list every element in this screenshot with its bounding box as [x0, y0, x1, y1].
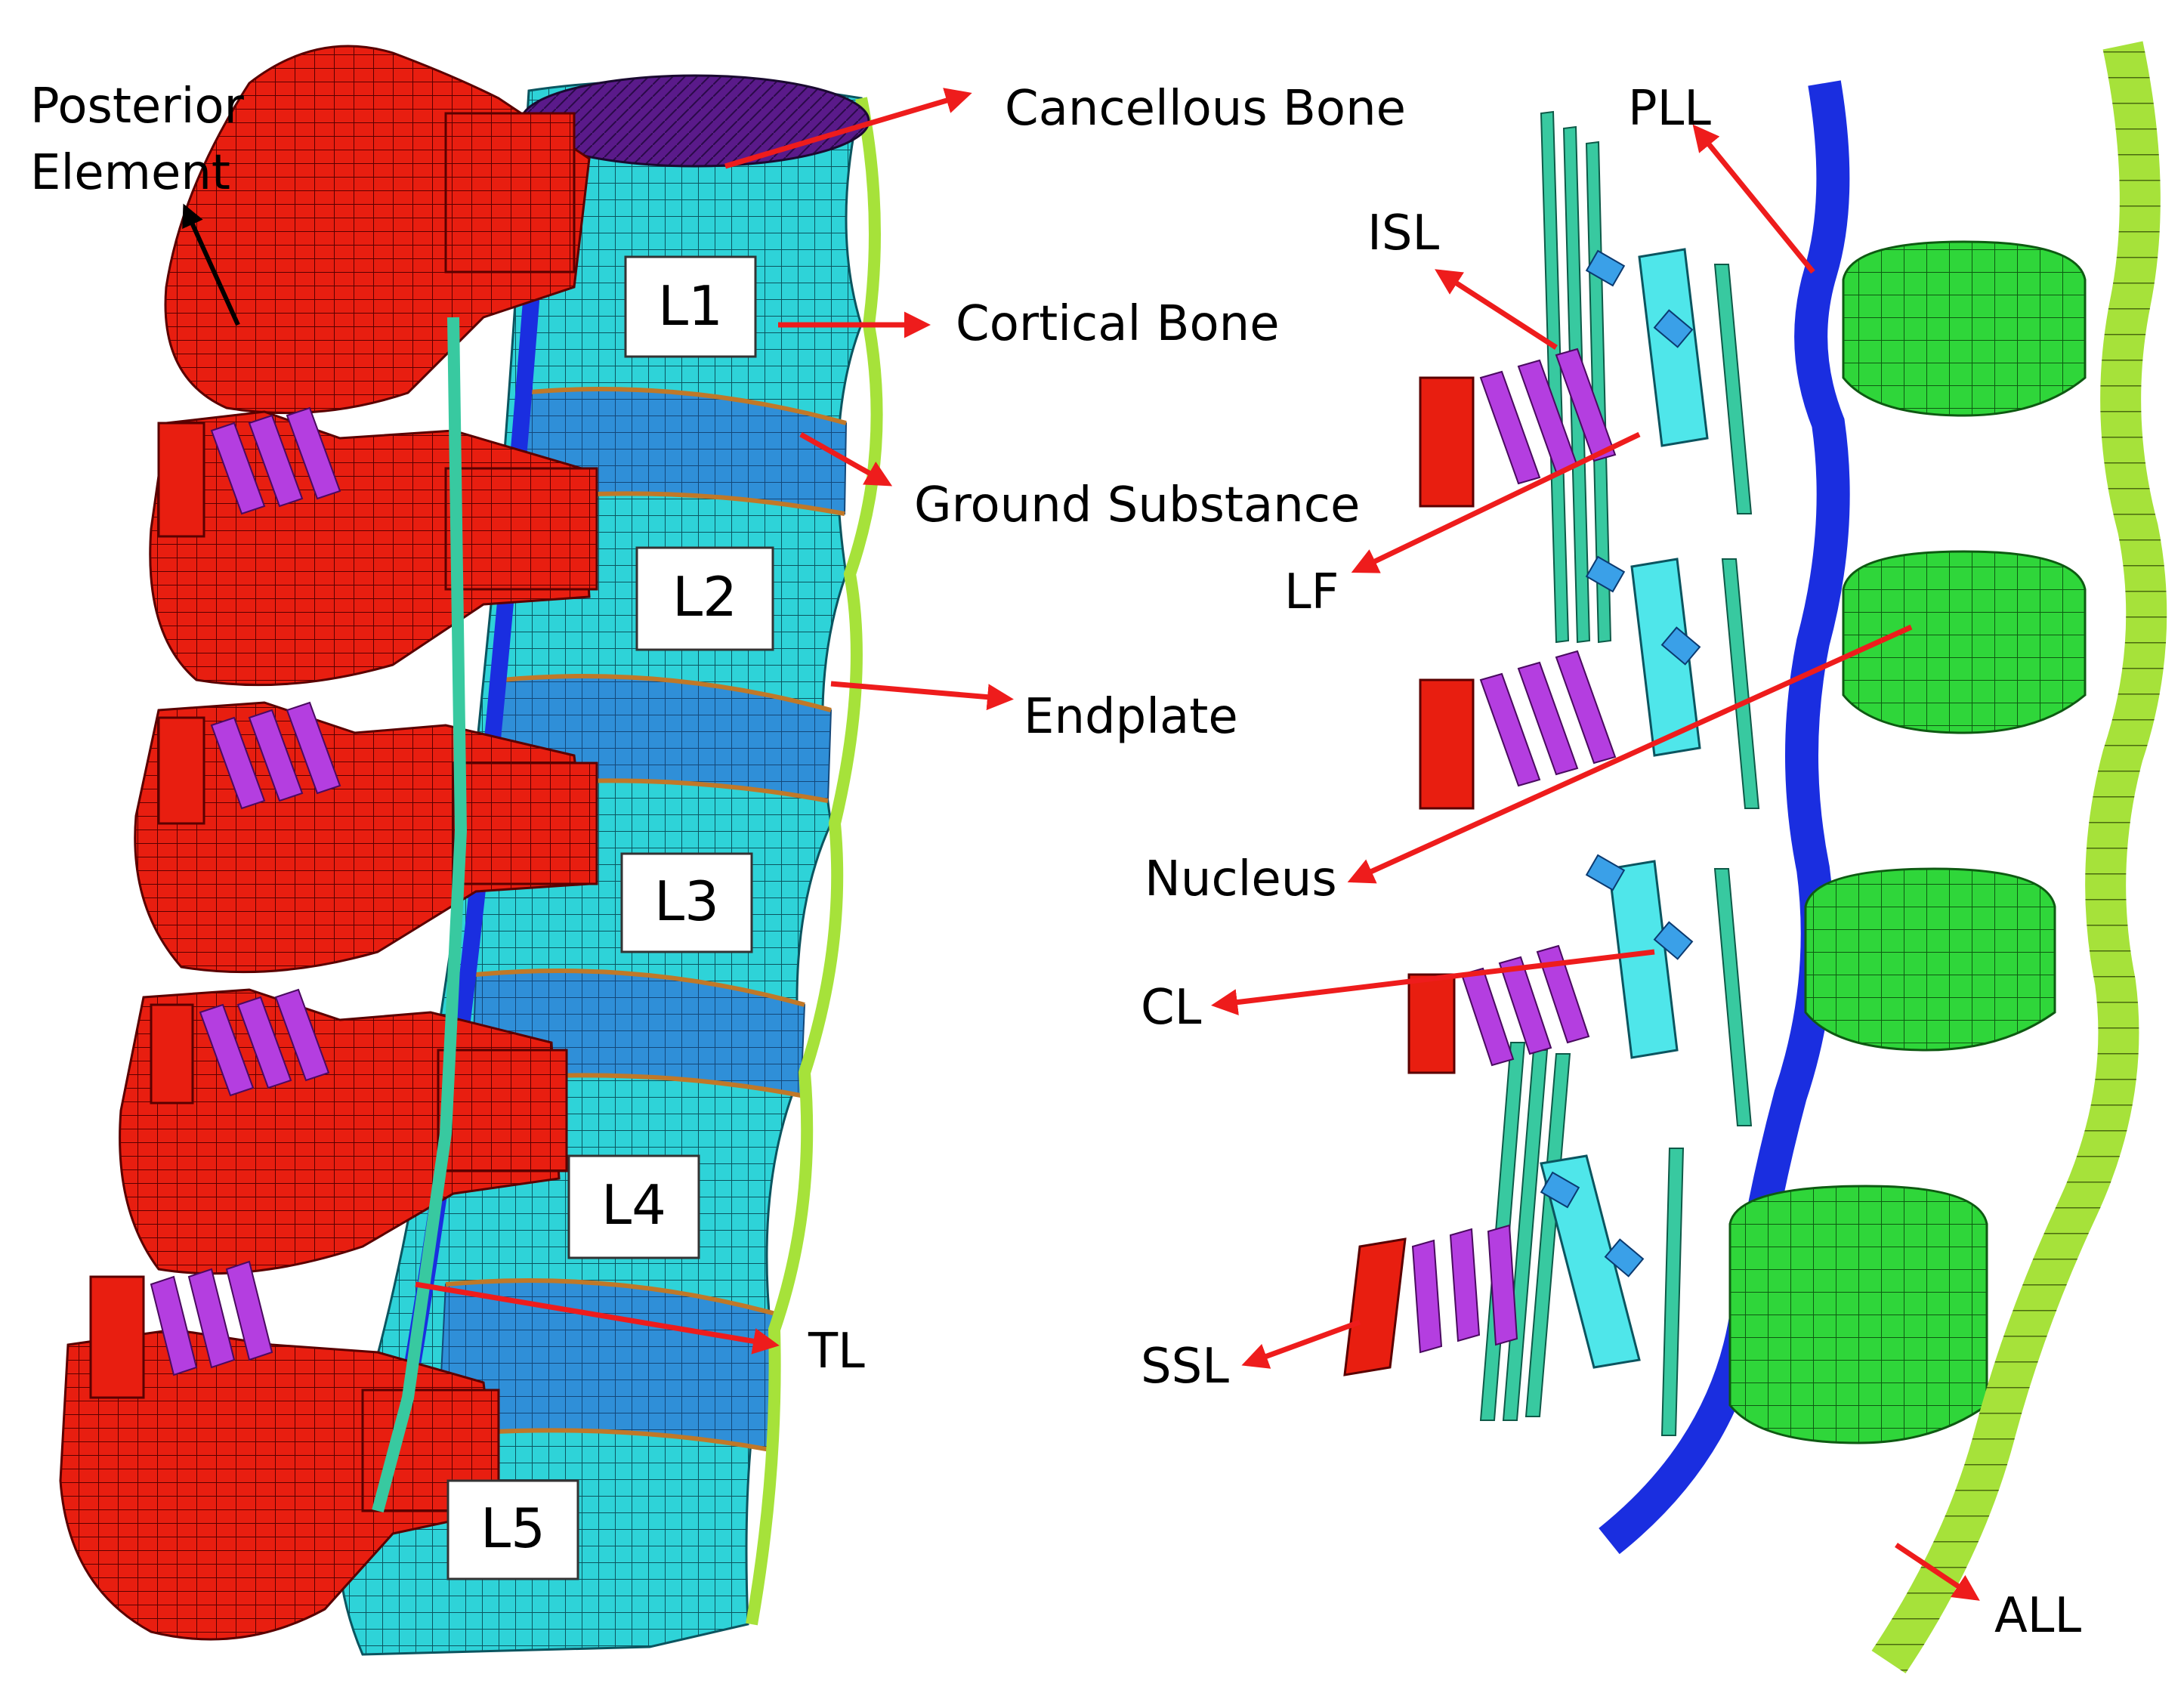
lumbar-spine-model: L1 L2 L3 L4 L5	[59, 45, 883, 1656]
left-isl-stacks	[89, 406, 341, 1399]
label-cortical-bone: Cortical Bone	[956, 296, 1280, 352]
nucleus-discs	[1728, 240, 2087, 1444]
vertebra-label-l4: L4	[567, 1154, 700, 1259]
callout-arrows	[182, 88, 1980, 1601]
svg-text:L1: L1	[658, 274, 723, 338]
all-anterior-longitudinal-ligament	[1871, 41, 2167, 1673]
label-endplate: Endplate	[1024, 689, 1238, 745]
label-ssl: SSL	[1141, 1339, 1229, 1395]
text-labels: Posterior Element Cancellous Bone Cortic…	[30, 79, 2081, 1644]
exploded-components	[1343, 41, 2167, 1673]
vertebra-label-l2: L2	[635, 546, 774, 651]
label-all: ALL	[1994, 1588, 2081, 1644]
label-isl: ISL	[1367, 205, 1440, 261]
label-posterior-element-line2: Element	[30, 145, 230, 201]
vertebra-label-l5: L5	[446, 1479, 579, 1580]
label-tl: TL	[808, 1324, 865, 1379]
label-ground-substance: Ground Substance	[914, 477, 1360, 533]
vertebra-label-l3: L3	[620, 852, 753, 953]
svg-text:L4: L4	[601, 1173, 666, 1237]
label-lf: LF	[1284, 564, 1339, 620]
label-pll: PLL	[1628, 81, 1711, 137]
svg-text:L5: L5	[480, 1497, 545, 1560]
vertebra-label-l1: L1	[624, 255, 757, 358]
right-blue-markers	[1540, 249, 1701, 1277]
left-teal-ligament	[372, 317, 468, 1513]
svg-text:L2: L2	[672, 565, 737, 629]
right-ssl-isl-stacks	[1343, 348, 1617, 1376]
right-cyan-blocks	[1540, 248, 1709, 1369]
label-cancellous-bone: Cancellous Bone	[1005, 81, 1406, 137]
label-cl: CL	[1141, 980, 1202, 1036]
label-nucleus: Nucleus	[1145, 851, 1337, 907]
right-teal-ligaments	[1479, 110, 1760, 1436]
label-posterior-element-line1: Posterior	[30, 79, 245, 134]
svg-text:L3: L3	[654, 870, 719, 933]
